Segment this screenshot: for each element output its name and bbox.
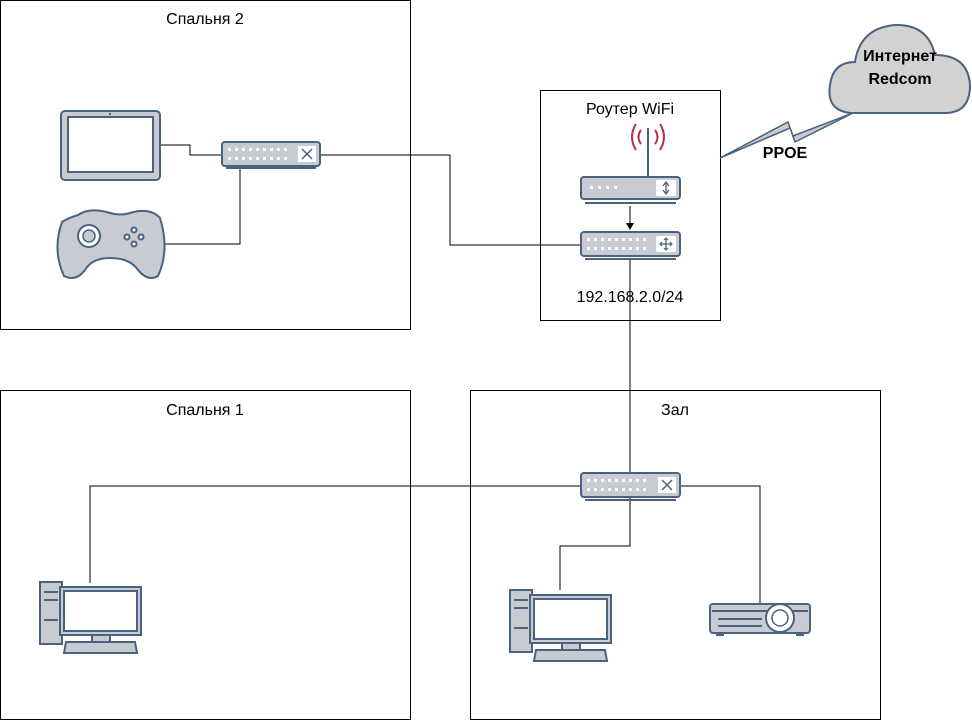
ppoe-label: PPOE — [763, 145, 808, 162]
wire-tablet-switch — [160, 144, 222, 156]
room-bedroom2: Спальня 2 — [0, 0, 411, 330]
switch-bedroom2 — [221, 141, 321, 169]
pc-hall — [509, 589, 612, 662]
room-bedroom1-title: Спальня 1 — [166, 402, 244, 419]
wire-hall-switch-pc1 — [89, 485, 582, 583]
router-icon — [580, 231, 681, 260]
desktop-pc-icon — [39, 581, 142, 654]
room-bedroom2-title: Спальня 2 — [166, 11, 244, 28]
wire-gamepad-switch — [160, 168, 241, 245]
wire-hall-switch-pc2 — [559, 497, 631, 590]
internet-cloud: Интернет Redcom — [828, 23, 972, 114]
room-router-title: Роутер WiFi — [586, 101, 674, 118]
pc-bedroom1 — [39, 581, 142, 654]
desktop-pc-icon — [509, 589, 612, 662]
room-hall-title: Зал — [661, 402, 689, 419]
ppoe-lightning-link: PPOE — [719, 112, 854, 162]
connection-lines — [89, 144, 761, 604]
gamepad-icon — [56, 209, 166, 279]
room-bedroom1: Спальня 1 — [0, 390, 411, 720]
cloud-icon — [828, 23, 972, 114]
wire-hall-switch-projector — [680, 485, 761, 604]
projector-icon — [709, 603, 811, 636]
wifi-router-icon — [580, 123, 681, 204]
tablet-icon — [60, 110, 161, 181]
internet-label-line2: Redcom — [868, 71, 931, 88]
network-switch-icon — [580, 472, 681, 501]
internet-label-line1: Интернет — [863, 48, 937, 65]
network-switch-icon — [221, 141, 321, 169]
lightning-bolt-icon — [719, 112, 854, 159]
room-hall: Зал — [470, 390, 881, 720]
arrow-head — [626, 223, 634, 230]
wire-switch-router — [320, 154, 582, 246]
switch-hall — [580, 472, 681, 501]
